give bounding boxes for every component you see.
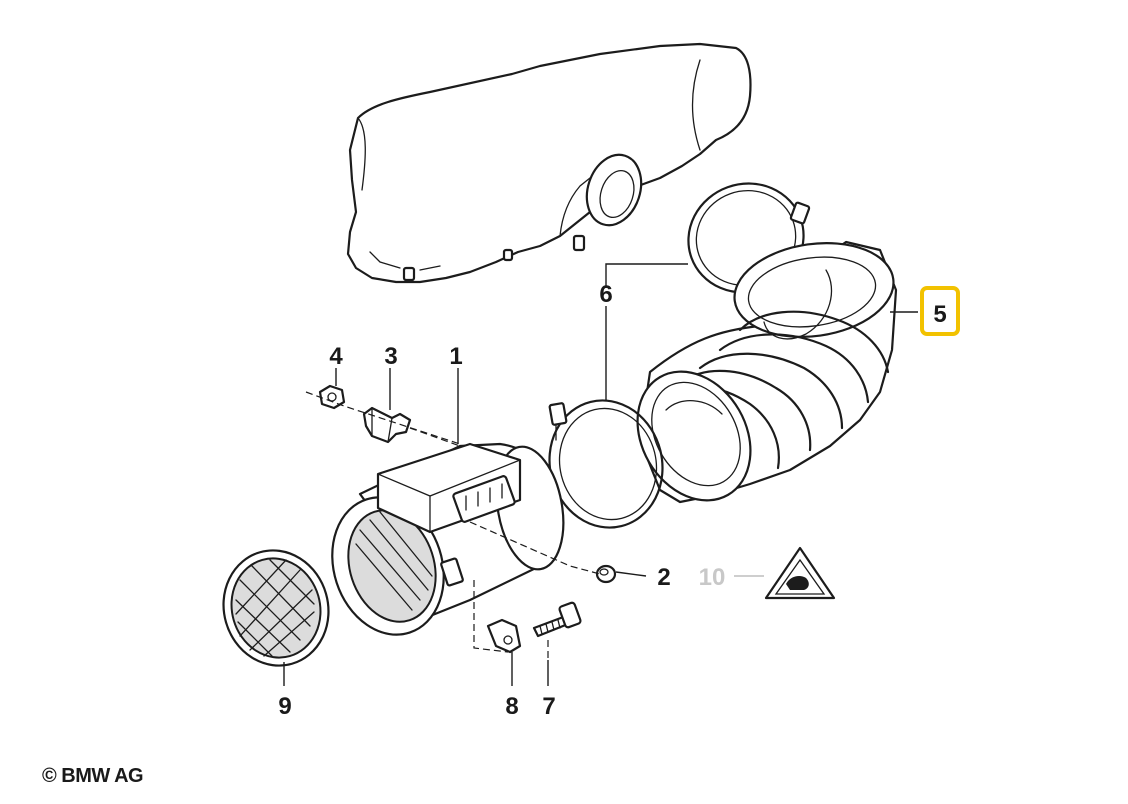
bracket-part-8 xyxy=(486,618,522,654)
air-mass-meter xyxy=(331,442,565,636)
copyright-notice: © BMW AG xyxy=(42,765,144,787)
callout-2[interactable]: 2 xyxy=(657,564,670,591)
bolt-part-7 xyxy=(532,601,582,638)
callout-1[interactable]: 1 xyxy=(449,343,462,370)
filter-screen-part-9 xyxy=(222,549,330,667)
nut-part-4 xyxy=(318,384,346,410)
callout-8[interactable]: 8 xyxy=(505,693,518,720)
callout-5[interactable]: 5 xyxy=(933,301,946,328)
callout-3[interactable]: 3 xyxy=(384,343,397,370)
callout-5-highlight xyxy=(920,286,960,336)
callout-labels: 1 2 3 4 5 6 7 8 9 10 xyxy=(278,281,960,720)
sensor-part-3 xyxy=(362,406,412,444)
leader-lines xyxy=(283,263,918,686)
intake-boot xyxy=(636,240,898,504)
callout-6[interactable]: 6 xyxy=(599,281,612,308)
air-filter-housing xyxy=(346,42,752,284)
grommet-part-2 xyxy=(595,564,617,584)
callout-7[interactable]: 7 xyxy=(542,693,555,720)
warning-triangle-part-10 xyxy=(764,546,836,600)
callout-10[interactable]: 10 xyxy=(699,564,726,591)
callout-9[interactable]: 9 xyxy=(278,693,291,720)
callout-4[interactable]: 4 xyxy=(329,343,343,370)
